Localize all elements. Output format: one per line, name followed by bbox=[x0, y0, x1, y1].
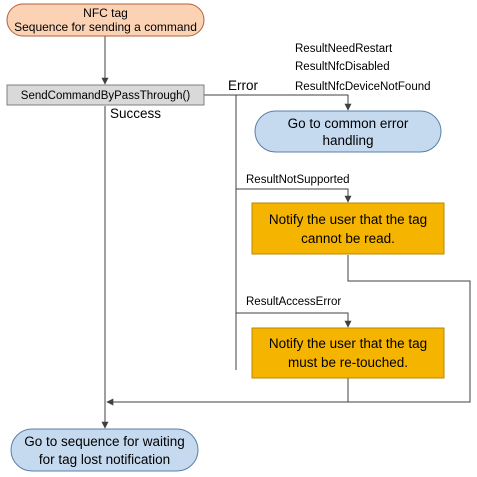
result-nfc-disabled: ResultNfcDisabled bbox=[295, 61, 390, 73]
start-line1: NFC tag bbox=[83, 6, 128, 20]
access-error-node: Notify the user that the tag must be re-… bbox=[251, 327, 445, 379]
common-error-results: ResultNeedRestart ResultNfcDisabled Resu… bbox=[295, 43, 431, 93]
end-line1: Go to sequence for waiting bbox=[24, 434, 185, 449]
access-error-line2: must be re-touched. bbox=[288, 355, 408, 370]
start-line2: Sequence for sending a command bbox=[14, 20, 197, 34]
result-nfc-device-not-found: ResultNfcDeviceNotFound bbox=[295, 81, 431, 93]
access-error-line1: Notify the user that the tag bbox=[269, 336, 427, 351]
not-supported-line1: Notify the user that the tag bbox=[269, 212, 427, 227]
start-node: NFC tag Sequence for sending a command bbox=[6, 3, 205, 37]
edge-not-supported-return bbox=[106, 255, 471, 406]
end-line2: for tag lost notification bbox=[39, 452, 170, 467]
not-supported-node: Notify the user that the tag cannot be r… bbox=[251, 202, 445, 255]
not-supported-line2: cannot be read. bbox=[301, 231, 395, 246]
result-access-error: ResultAccessError bbox=[246, 296, 341, 308]
result-not-supported: ResultNotSupported bbox=[246, 174, 350, 186]
end-node: Go to sequence for waiting for tag lost … bbox=[10, 428, 199, 472]
common-error-line2: handling bbox=[322, 133, 373, 148]
error-label: Error bbox=[228, 78, 259, 93]
success-label: Success bbox=[110, 106, 161, 121]
process-node: SendCommandByPassThrough() bbox=[6, 84, 205, 106]
edge-access-error bbox=[236, 312, 352, 328]
common-error-line1: Go to common error bbox=[288, 116, 409, 131]
process-label: SendCommandByPassThrough() bbox=[21, 90, 191, 102]
common-error-node: Go to common error handling bbox=[254, 110, 442, 153]
edge-not-supported bbox=[236, 188, 352, 203]
connectors bbox=[101, 36, 471, 429]
result-need-restart: ResultNeedRestart bbox=[295, 43, 393, 55]
edge-error-common bbox=[204, 94, 352, 111]
